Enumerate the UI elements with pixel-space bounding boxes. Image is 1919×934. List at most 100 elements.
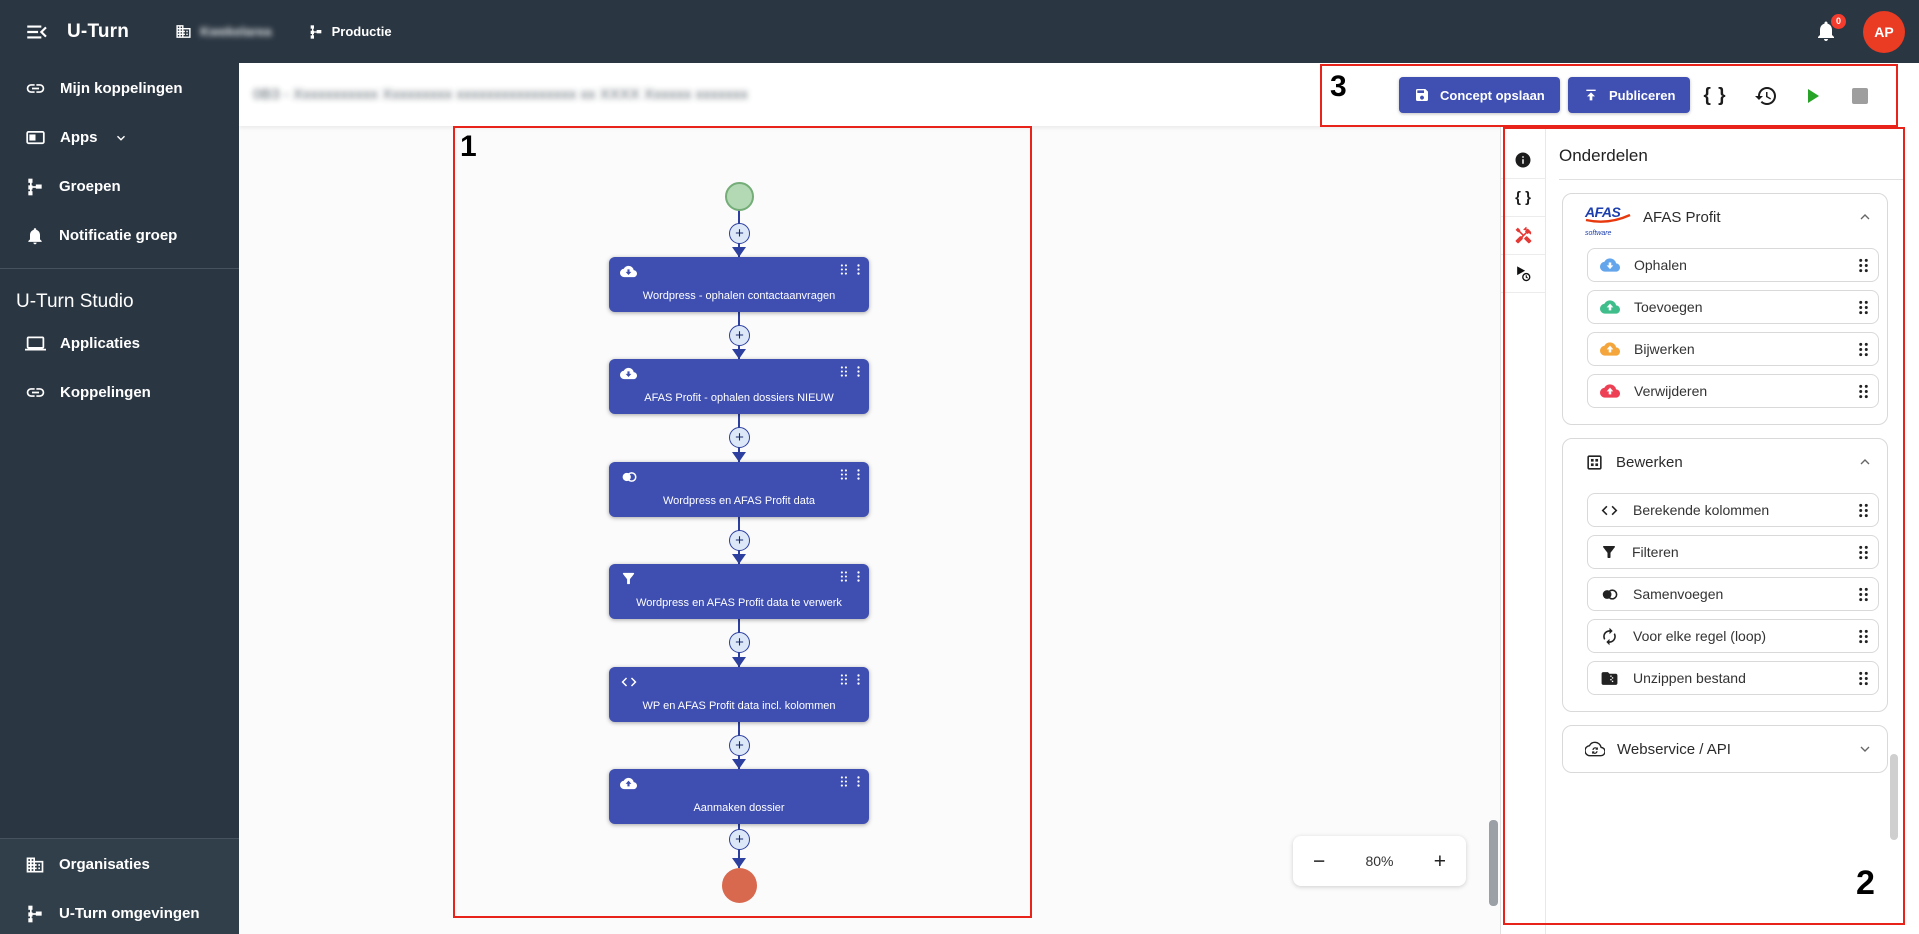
flow-node-afas-ophalen[interactable]: AFAS Profit - ophalen dossiers NIEUW bbox=[609, 359, 869, 414]
group-header-afas-profit[interactable]: AFAS software AFAS Profit bbox=[1563, 194, 1887, 240]
drag-handle-icon[interactable] bbox=[838, 468, 849, 481]
node-label: Wordpress en AFAS Profit data bbox=[662, 495, 816, 507]
tools-icon bbox=[1515, 226, 1531, 244]
component-item-voor-elke-regel[interactable]: Voor elke regel (loop) bbox=[1587, 619, 1879, 653]
component-item-toevoegen[interactable]: Toevoegen bbox=[1587, 290, 1879, 324]
cloud-download-icon bbox=[620, 265, 637, 278]
stop-button[interactable] bbox=[1847, 83, 1873, 109]
component-item-ophalen[interactable]: Ophalen bbox=[1587, 248, 1879, 282]
flow-node-aanmaken-dossier[interactable]: Aanmaken dossier bbox=[609, 769, 869, 824]
info-tab[interactable] bbox=[1501, 141, 1545, 179]
add-step-button[interactable]: + bbox=[729, 223, 750, 244]
topbar: U-Turn Kwekelarea Productie 0 AP bbox=[0, 0, 1919, 63]
chevron-down-icon bbox=[116, 135, 125, 141]
component-item-berekende-kolommen[interactable]: Berekende kolommen bbox=[1587, 493, 1879, 527]
code-tab[interactable]: { } bbox=[1501, 179, 1545, 217]
add-step-button[interactable]: + bbox=[729, 325, 750, 346]
group-header-webservice-api[interactable]: Webservice / API bbox=[1563, 726, 1887, 772]
drag-handle-icon[interactable] bbox=[838, 570, 849, 583]
sidebar-item-mijn-koppelingen[interactable]: Mijn koppelingen bbox=[0, 64, 239, 113]
sidebar-item-uturn-omgevingen[interactable]: U-Turn omgevingen bbox=[0, 889, 239, 934]
sidebar-item-applicaties[interactable]: Applicaties bbox=[0, 319, 239, 368]
publish-button[interactable]: Publiceren bbox=[1568, 77, 1691, 113]
node-menu-icon[interactable] bbox=[856, 673, 861, 686]
node-menu-icon[interactable] bbox=[856, 263, 861, 276]
save-draft-button[interactable]: Concept opslaan bbox=[1399, 77, 1560, 113]
chevron-up-icon[interactable] bbox=[1857, 454, 1873, 470]
hierarchy-icon bbox=[28, 178, 42, 195]
group-header-bewerken[interactable]: Bewerken bbox=[1563, 439, 1887, 485]
sidebar-item-notificatie-groep[interactable]: Notificatie groep bbox=[0, 211, 239, 260]
component-label: Berekende kolommen bbox=[1633, 502, 1770, 518]
add-step-button[interactable]: + bbox=[729, 829, 750, 850]
scrollbar-thumb[interactable] bbox=[1489, 820, 1498, 906]
node-menu-icon[interactable] bbox=[856, 468, 861, 481]
component-item-filteren[interactable]: Filteren bbox=[1587, 535, 1879, 569]
drag-handle-icon[interactable] bbox=[1857, 299, 1870, 316]
component-item-verwijderen[interactable]: Verwijderen bbox=[1587, 374, 1879, 408]
filter-icon bbox=[1603, 546, 1615, 558]
drag-handle-icon[interactable] bbox=[1857, 257, 1870, 274]
drag-handle-icon[interactable] bbox=[1857, 383, 1870, 400]
sidebar-item-koppelingen[interactable]: Koppelingen bbox=[0, 368, 239, 417]
cloud-upload-icon bbox=[1600, 300, 1620, 314]
sidebar-item-apps[interactable]: Apps bbox=[0, 113, 239, 162]
drag-handle-icon[interactable] bbox=[1857, 628, 1870, 645]
avatar[interactable]: AP bbox=[1863, 10, 1905, 53]
components-tab[interactable] bbox=[1501, 217, 1545, 255]
add-step-button[interactable]: + bbox=[729, 530, 750, 551]
environment-switcher[interactable]: Productie bbox=[308, 24, 392, 40]
drag-handle-icon[interactable] bbox=[1857, 502, 1870, 519]
drag-handle-icon[interactable] bbox=[1857, 670, 1870, 687]
drag-handle-icon[interactable] bbox=[1857, 544, 1870, 561]
node-menu-icon[interactable] bbox=[856, 365, 861, 378]
run-button[interactable] bbox=[1799, 83, 1825, 109]
drag-handle-icon[interactable] bbox=[838, 775, 849, 788]
sidebar-item-label: Koppelingen bbox=[60, 384, 151, 401]
menu-collapse-icon[interactable] bbox=[24, 19, 50, 45]
component-item-unzippen-bestand[interactable]: Unzippen bestand bbox=[1587, 661, 1879, 695]
drag-handle-icon[interactable] bbox=[838, 263, 849, 276]
studio-heading: U-Turn Studio bbox=[16, 291, 134, 312]
sidebar-item-groepen[interactable]: Groepen bbox=[0, 162, 239, 211]
add-step-button[interactable]: + bbox=[729, 632, 750, 653]
cloud-upload-icon bbox=[1600, 384, 1620, 398]
drag-handle-icon[interactable] bbox=[1857, 586, 1870, 603]
drag-handle-icon[interactable] bbox=[838, 673, 849, 686]
organization-switcher[interactable]: Kwekelarea bbox=[175, 23, 272, 40]
test-runs-tab[interactable] bbox=[1501, 255, 1545, 293]
scrollbar-thumb[interactable] bbox=[1890, 754, 1898, 840]
flow-node-wordpress-ophalen[interactable]: Wordpress - ophalen contactaanvragen bbox=[609, 257, 869, 312]
flow-node-samenvoegen[interactable]: Wordpress en AFAS Profit data bbox=[609, 462, 869, 517]
flow-node-filteren[interactable]: Wordpress en AFAS Profit data te verwerk bbox=[609, 564, 869, 619]
merge-icon bbox=[622, 472, 637, 482]
code-view-button[interactable]: { } bbox=[1702, 83, 1728, 109]
node-menu-icon[interactable] bbox=[856, 775, 861, 788]
zoom-in-button[interactable]: + bbox=[1433, 849, 1446, 873]
history-button[interactable] bbox=[1753, 83, 1779, 109]
add-step-button[interactable]: + bbox=[729, 735, 750, 756]
building-icon bbox=[26, 857, 44, 872]
chevron-up-icon[interactable] bbox=[1857, 209, 1873, 225]
braces-icon: { } bbox=[1703, 85, 1727, 106]
drag-handle-icon[interactable] bbox=[1857, 341, 1870, 358]
notifications-button[interactable]: 0 bbox=[1813, 13, 1846, 45]
sidebar-item-organisaties[interactable]: Organisaties bbox=[0, 840, 239, 889]
component-item-bijwerken[interactable]: Bijwerken bbox=[1587, 332, 1879, 366]
drag-handle-icon[interactable] bbox=[838, 365, 849, 378]
component-item-samenvoegen[interactable]: Samenvoegen bbox=[1587, 577, 1879, 611]
panel-scrollbar[interactable] bbox=[1890, 126, 1899, 934]
cloud-sync-icon bbox=[1585, 741, 1605, 757]
chevron-down-icon[interactable] bbox=[1857, 741, 1873, 757]
flow-canvas[interactable]: + + + + + + + Wordpress - ophalen contac… bbox=[239, 126, 1500, 934]
flow-node-berekende-kolommen[interactable]: WP en AFAS Profit data incl. kolommen bbox=[609, 667, 869, 722]
flow-start-node[interactable] bbox=[725, 182, 754, 211]
components-panel: { } Onderdelen AFAS software AFAS Profit bbox=[1500, 126, 1919, 934]
add-step-button[interactable]: + bbox=[729, 427, 750, 448]
sidebar-bottom: Organisaties U-Turn omgevingen bbox=[0, 838, 239, 934]
flow-end-node[interactable] bbox=[722, 868, 757, 903]
zoom-out-button[interactable]: − bbox=[1313, 849, 1326, 873]
link-icon bbox=[26, 388, 45, 397]
canvas-scrollbar[interactable] bbox=[1489, 126, 1498, 934]
node-menu-icon[interactable] bbox=[856, 570, 861, 583]
